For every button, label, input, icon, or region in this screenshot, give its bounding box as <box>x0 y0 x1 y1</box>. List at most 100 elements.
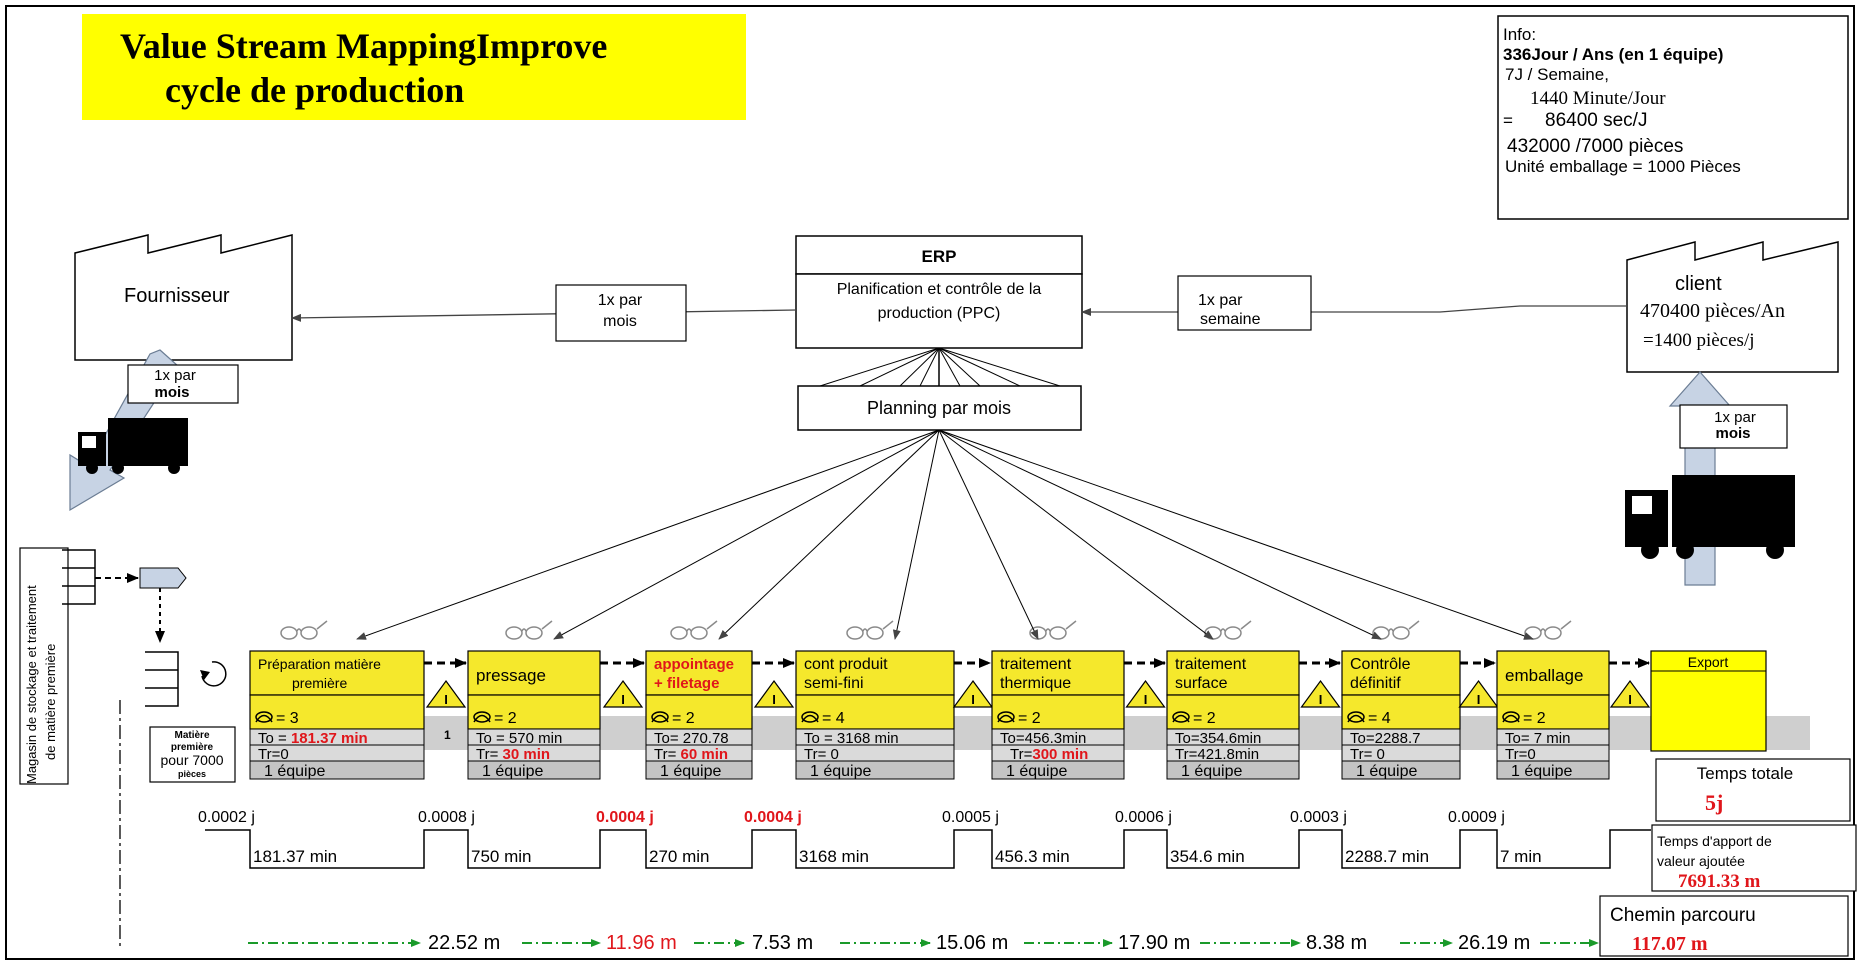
team-count: 1 équipe <box>660 763 721 780</box>
process-name-line2: première <box>292 675 347 691</box>
info-line-0: Info: <box>1503 25 1536 44</box>
operator-count: = 2 <box>672 710 695 727</box>
operator-count: = 4 <box>1368 710 1391 727</box>
distance-label: 26.19 m <box>1458 932 1530 954</box>
erp-planning-fan <box>819 347 1061 387</box>
changeover-time: Tr= 0 <box>804 746 839 763</box>
info-line-3: 1440 Minute/Jour <box>1530 88 1666 109</box>
path-distance-value: 117.07 m <box>1632 933 1708 955</box>
go-see-icon <box>505 620 553 640</box>
cycle-time: To = 181.37 min <box>258 730 368 747</box>
timeline-process-time: 7 min <box>1500 847 1542 866</box>
raw-material-line1: Matière <box>174 730 209 741</box>
inventory-triangle-icon: I <box>1609 679 1651 708</box>
client-truck-freq-box <box>1679 404 1788 449</box>
operator-icon <box>1347 711 1365 723</box>
inventory-triangle-icon: I <box>753 679 795 708</box>
va-time-box <box>1651 824 1857 892</box>
process-name-line2: semi-fini <box>804 675 864 692</box>
distance-label: 8.38 m <box>1306 932 1367 954</box>
operator-count: = 2 <box>1523 710 1546 727</box>
operator-icon <box>651 711 669 723</box>
go-see-icon <box>1029 620 1077 640</box>
title-line2: cycle de production <box>165 70 464 110</box>
planning-box <box>797 385 1082 431</box>
client-erp-arrow <box>1081 305 1627 316</box>
go-see-icon <box>846 620 894 640</box>
team-count: 1 équipe <box>482 763 543 780</box>
inventory-triangle-icon: I <box>1125 679 1166 708</box>
erp-title-box <box>795 235 1083 275</box>
raw-material-line2: première <box>171 742 214 753</box>
changeover-time: Tr= 30 min <box>476 746 550 763</box>
timeline-process-time: 354.6 min <box>1170 847 1245 866</box>
info-line-6: 432000 /7000 pièces <box>1507 136 1683 157</box>
erp-supplier-freq-line1: 1x par <box>598 292 643 309</box>
client-line3: =1400 pièces/j <box>1643 330 1755 351</box>
client-truck-freq-line2: mois <box>1715 425 1750 442</box>
timeline-wait: 0.0009 j <box>1448 809 1505 826</box>
inventory-triangle-icon: I <box>952 679 994 708</box>
changeover-time: Tr=0 <box>1505 746 1536 763</box>
timeline-process-time: 270 min <box>649 847 709 866</box>
title-banner <box>82 14 746 120</box>
changeover-time: Tr=300 min <box>1010 746 1088 763</box>
inventory-triangle-icon: I <box>1300 679 1341 708</box>
timeline-process-time: 3168 min <box>799 847 869 866</box>
process-name-line2: définitif <box>1350 675 1401 692</box>
erp-supplier-freq-box <box>555 284 687 342</box>
client-truck-freq-line1: 1x par <box>1714 409 1756 426</box>
inventory-symbol: I <box>444 692 448 707</box>
go-see-icon <box>1524 620 1572 640</box>
inventory-symbol: I <box>1144 692 1148 707</box>
changeover-time: Tr=421.8min <box>1175 746 1259 763</box>
timeline-wait: 0.0003 j <box>1290 809 1347 826</box>
changeover-time: Tr= 60 min <box>654 746 728 763</box>
timeline-wait: 0.0002 j <box>198 809 255 826</box>
inventory-symbol: I <box>1628 692 1632 707</box>
process-name-line2: + filetage <box>654 675 719 692</box>
inventory-symbol: I <box>1477 692 1481 707</box>
client-erp-freq-line2: semaine <box>1200 311 1261 328</box>
distance-label: 22.52 m <box>428 932 500 954</box>
team-count: 1 équipe <box>1006 763 1067 780</box>
storage-label-line1: Magasin de stockage et traitement <box>24 585 39 784</box>
total-time-label: Temps totale <box>1697 764 1793 783</box>
operator-icon <box>255 711 273 723</box>
export-box <box>1650 650 1767 752</box>
supplier-truck-freq-line2: mois <box>154 384 189 401</box>
raw-material-line3: pour 7000 <box>160 752 223 768</box>
supplier-truck-freq-box <box>127 364 239 404</box>
inventory-symbol: I <box>772 692 776 707</box>
va-time-value: 7691.33 m <box>1678 871 1761 892</box>
info-line-1: 336Jour / Ans (en 1 équipe) <box>1503 45 1723 64</box>
timeline-wait: 0.0005 j <box>942 809 999 826</box>
operator-count: = 2 <box>1193 710 1216 727</box>
inventory-triangle-icon: I <box>425 679 467 708</box>
process-name: Contrôle <box>1350 656 1411 673</box>
supermarket-icon <box>145 651 179 707</box>
go-see-icon <box>1372 620 1420 640</box>
va-time-label-line2: valeur ajoutée <box>1657 853 1745 869</box>
operator-icon <box>1172 711 1190 723</box>
planning-label: Planning par mois <box>867 398 1011 418</box>
erp-supplier-freq-line2: mois <box>603 313 637 330</box>
raw-material-box <box>149 726 236 783</box>
raw-material-line4: pièces <box>178 769 206 779</box>
supplier-truck-freq-line1: 1x par <box>154 367 196 384</box>
path-distance-label: Chemin parcouru <box>1610 905 1756 926</box>
process-name: traitement <box>1000 656 1072 673</box>
storage-label-line2: de matière première <box>43 644 58 760</box>
client-line1: client <box>1675 273 1722 295</box>
client-erp-freq-box <box>1177 275 1312 331</box>
client-factory-icon <box>1626 241 1839 373</box>
path-distance-box <box>1599 895 1849 957</box>
storage-box <box>19 547 69 785</box>
timeline-process-time: 750 min <box>471 847 531 866</box>
